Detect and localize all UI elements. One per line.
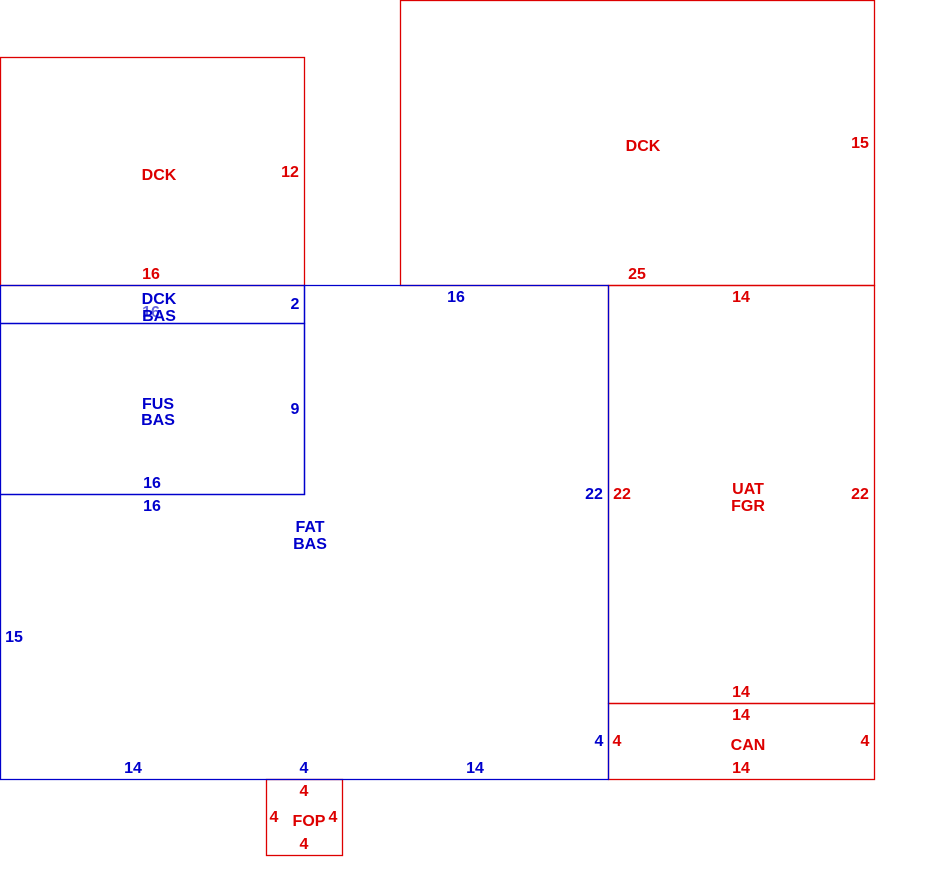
- dim-uat-right: 22: [851, 486, 869, 503]
- dim-fus-bottom: 16: [143, 475, 161, 492]
- dim-can-top: 14: [732, 707, 750, 724]
- dim-dck-left-right: 12: [281, 164, 299, 181]
- dim-can-right: 4: [861, 733, 870, 750]
- area-label-dck-right: DCK: [626, 138, 661, 155]
- area-label-fus: FUS: [142, 396, 174, 413]
- area-label-fop: FOP: [293, 813, 326, 830]
- dim-can-left: 4: [613, 733, 622, 750]
- dim-fat-bottom-left: 14: [124, 760, 142, 777]
- area-label-dck-left: DCK: [142, 167, 177, 184]
- dim-fat-left: 15: [5, 629, 23, 646]
- dim-dck-right-right: 15: [851, 135, 869, 152]
- area-label-fus-bas: BAS: [141, 412, 175, 429]
- dim-fop-left: 4: [270, 809, 279, 826]
- dim-fus-right: 9: [291, 401, 300, 418]
- fus-bas-outline: [0, 322, 306, 496]
- area-label-fat-bas: BAS: [293, 536, 327, 553]
- dim-fop-right: 4: [329, 809, 338, 826]
- area-label-fat: FAT: [295, 519, 324, 536]
- dim-fop-bottom: 4: [300, 836, 309, 853]
- dim-uat-top: 14: [732, 289, 750, 306]
- dim-dck-bas-right: 2: [291, 296, 300, 313]
- dim-fus-top: 16: [142, 304, 160, 321]
- area-label-dck-bas-bas: BAS: [142, 308, 176, 325]
- dim-uat-bottom: 14: [732, 684, 750, 701]
- area-label-fgr: FGR: [731, 498, 765, 515]
- dim-can-bottom: 14: [732, 760, 750, 777]
- dim-dck-left-bottom: 16: [142, 266, 160, 283]
- dim-uat-left: 22: [613, 486, 631, 503]
- dim-dck-right-bottom: 25: [628, 266, 646, 283]
- area-label-uat: UAT: [732, 481, 764, 498]
- dim-fat-right: 22: [585, 486, 603, 503]
- area-label-can: CAN: [731, 737, 766, 754]
- dim-fat-bottom-right: 14: [466, 760, 484, 777]
- dim-fop-top: 4: [300, 783, 309, 800]
- dim-fat-right-lower: 4: [595, 733, 604, 750]
- dim-fat-top: 16: [447, 289, 465, 306]
- area-label-dck-bas-dck: DCK: [142, 291, 177, 308]
- dim-fat-bottom-mid: 4: [300, 760, 309, 777]
- dim-fus-below: 16: [143, 498, 161, 515]
